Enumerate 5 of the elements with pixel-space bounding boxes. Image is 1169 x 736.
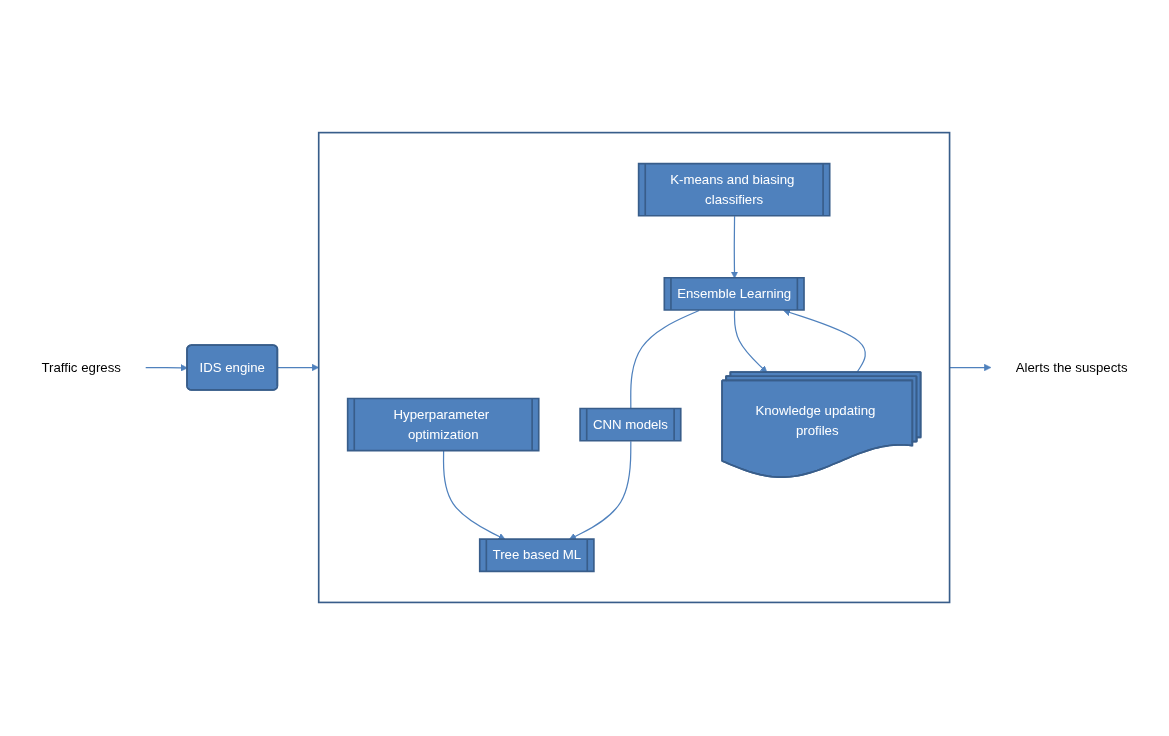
node-text: Traffic egress	[41, 360, 121, 375]
cluster	[317, 132, 951, 604]
arrow	[730, 216, 739, 279]
arrow	[145, 364, 188, 372]
node-text: Alerts the suspects	[1015, 360, 1128, 375]
